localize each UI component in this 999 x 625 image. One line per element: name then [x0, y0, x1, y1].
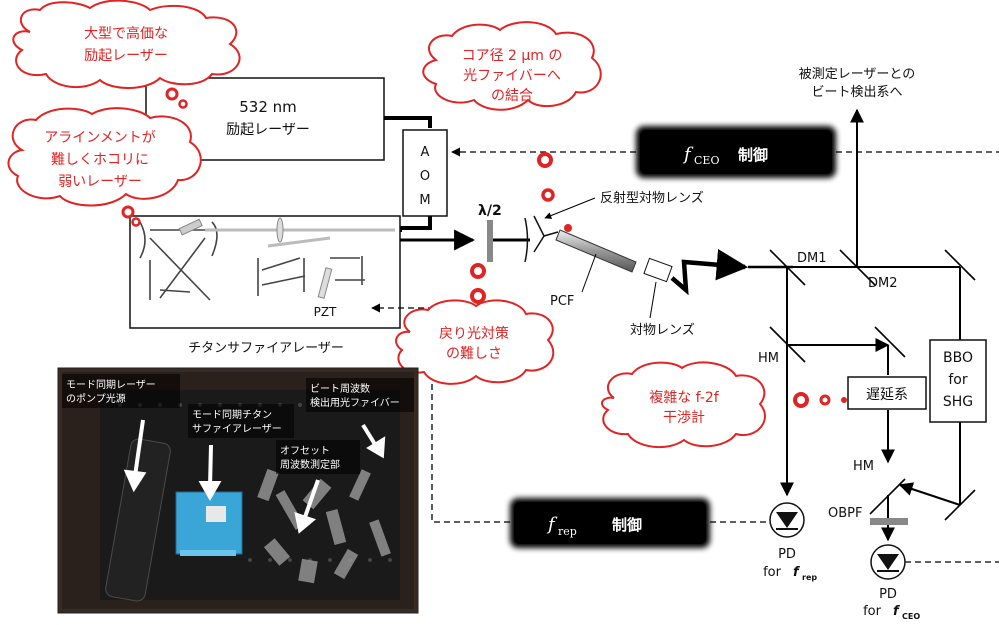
obpf-label: OBPF: [828, 506, 862, 521]
delay-box: [847, 376, 927, 410]
bbo-line3: SHG: [943, 394, 973, 410]
callout-interferometer: 複雑な f-2f 干渉計: [601, 361, 847, 449]
pump-beam: [384, 116, 432, 128]
reflective-objective: [524, 215, 559, 263]
aom: A O M: [402, 129, 448, 217]
rep-control: f rep 制御: [510, 498, 710, 548]
callout-back-reflection-line2: の難しさ: [446, 346, 502, 362]
ceo-control: f CEO 制御: [636, 126, 836, 178]
half-wave-label: λ/2: [478, 203, 502, 219]
aom-letter-a: A: [421, 145, 430, 160]
obpf-filter: [870, 518, 908, 525]
photo-offset-line2: 周波数測定部: [280, 458, 340, 471]
ti-sapphire-laser: PZT: [129, 215, 401, 329]
ceo-label: 制御: [738, 146, 768, 164]
callout-fiber-line3: の結合: [491, 88, 533, 104]
pump-laser-line1: 532 nm: [239, 98, 297, 116]
objective-lens: [643, 257, 673, 283]
pump-laser-line2: 励起レーザー: [226, 122, 310, 138]
pd-rep-line2: for: [763, 565, 782, 580]
callout-expensive-pump-line1: 大型で高価な: [84, 25, 168, 42]
pd-ceo-line1: PD: [879, 587, 897, 602]
bbo-line2: for: [948, 372, 967, 388]
pd-rep: [769, 502, 805, 538]
pd-rep-line1: PD: [778, 547, 796, 562]
photo-inset: モード同期レーザー のポンプ光源 モード同期チタン サファイアレーザー ビート周…: [57, 367, 419, 614]
callout-interferometer-line1: 複雑な f-2f: [649, 389, 720, 406]
photo-offset-line1: オフセット: [280, 445, 330, 457]
callout-alignment-line1: アラインメントが: [44, 130, 156, 146]
callout-alignment-line2: 難しくホコリに: [51, 152, 149, 168]
aom-letter-o: O: [420, 169, 430, 184]
photo-pump-line2: のポンプ光源: [66, 392, 126, 405]
objective-pointer: [649, 281, 657, 319]
bbo-line1: BBO: [943, 350, 973, 366]
hm1-label: HM: [758, 351, 779, 366]
beam-paths: [780, 108, 961, 542]
dm1-label: DM1: [797, 251, 827, 266]
ti-sapphire-caption: チタンサファイアレーザー: [188, 341, 344, 356]
aom-to-ti-beam: [398, 216, 432, 232]
beat-output-line1: 被測定レーザーとの: [799, 67, 916, 82]
pd-rep-symbol: f: [793, 565, 801, 580]
aom-letter-m: M: [419, 193, 430, 208]
pd-ceo-symbol: f: [893, 604, 901, 619]
photo-beat-line1: ビート周波数: [310, 382, 370, 395]
callout-alignment-line3: 弱いレーザー: [58, 174, 142, 190]
pcf-pointer: [581, 253, 597, 293]
beat-output-line2: ビート検出系へ: [811, 85, 902, 100]
pd-ceo-line2: for: [863, 604, 882, 619]
photo-ti-line2: サファイアレーザー: [192, 423, 282, 435]
pd-ceo: [870, 544, 906, 580]
callout-fiber-line1: コア径 2 μm の: [462, 48, 563, 64]
photo-ti-line1: モード同期チタン: [192, 409, 272, 421]
pcf-fiber: [555, 229, 637, 273]
supercontinuum-beam: [670, 248, 749, 296]
photo-beat-line2: 検出用光ファイバー: [310, 396, 400, 409]
callout-interferometer-line2: 干渉計: [663, 410, 705, 426]
photo-pump-line1: モード同期レーザー: [66, 379, 156, 391]
pcf-label: PCF: [550, 294, 574, 309]
pd-ceo-sub: CEO: [902, 612, 920, 621]
callout-fiber-line2: 光ファイバーへ: [463, 68, 561, 84]
callout-back-reflection-line1: 戻り光対策: [439, 325, 509, 342]
rep-label: 制御: [612, 516, 642, 534]
callout-back-reflection: 戻り光対策 の難しさ: [395, 263, 555, 385]
objective-label: 対物レンズ: [630, 322, 695, 338]
control-lines: [371, 147, 999, 563]
delay-label: 遅延系: [866, 387, 908, 403]
dm2-label: DM2: [868, 276, 898, 291]
rep-sub: rep: [558, 525, 577, 538]
hm2-label: HM: [853, 459, 874, 474]
reflective-objective-label: 反射型対物レンズ: [600, 190, 704, 206]
reflective-objective-pointer: [544, 197, 596, 219]
callout-expensive-pump: 大型で高価な 励起レーザー: [12, 0, 241, 109]
callout-expensive-pump-line2: 励起レーザー: [84, 48, 168, 64]
callout-fiber-coupling: コア径 2 μm の 光ファイバーへ の結合: [422, 21, 602, 232]
bbo-box: [929, 339, 987, 423]
callout-alignment: アラインメントが 難しくホコリに 弱いレーザー: [7, 107, 202, 227]
pzt-label: PZT: [314, 305, 337, 319]
pd-rep-sub: rep: [802, 573, 817, 582]
half-wave-plate: [487, 220, 493, 262]
ceo-sub: CEO: [694, 154, 719, 167]
